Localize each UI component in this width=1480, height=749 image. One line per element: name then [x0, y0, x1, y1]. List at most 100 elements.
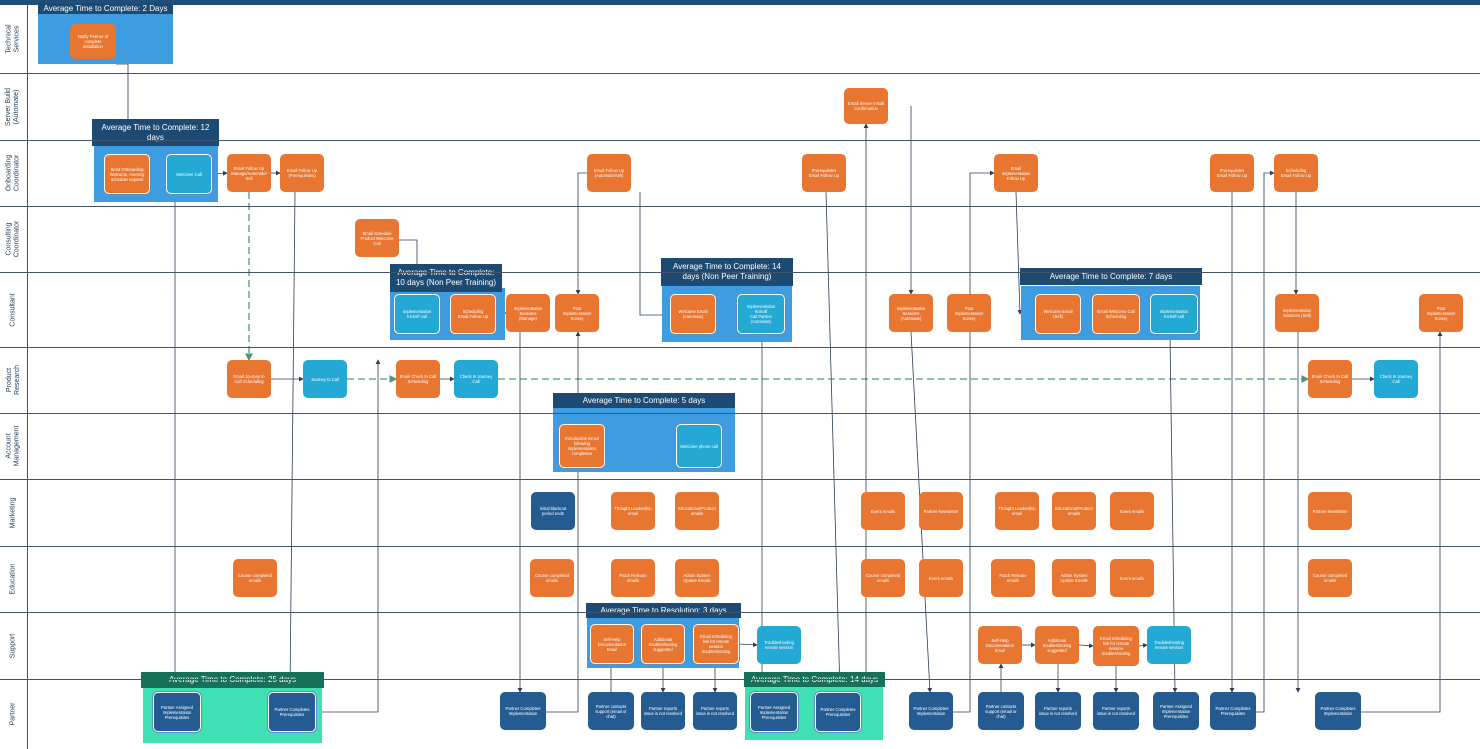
connector-line	[1015, 191, 1023, 315]
process-step-n34: Initial blackout period ends	[531, 492, 575, 530]
process-step-n39: Thought Leadership email	[995, 492, 1039, 530]
process-step-n13: Implementation Kickoff call	[394, 294, 440, 334]
process-step-n68: Partner Completes Prerequisites	[815, 692, 861, 732]
process-step-n6: Email Follow Up (Prerequisites)	[280, 154, 324, 192]
process-step-n22: Email Welcome Call Scheduling	[1092, 294, 1140, 334]
phase-group-header: Average Time to Complete: 5 days	[553, 393, 735, 408]
lane-separator	[0, 140, 1480, 141]
process-step-n20: Post Implementation Survey	[947, 294, 991, 332]
process-step-n7: Email Follow Up (Automate/Sell)	[587, 154, 631, 192]
process-step-n1: Notify Partner of complete installation	[70, 24, 116, 59]
top-border	[0, 0, 1480, 5]
process-step-n40: Educational/Product emails	[1052, 492, 1096, 530]
process-step-n30: Email Check In Call Scheduling	[1308, 360, 1352, 398]
connector-line	[1138, 643, 1148, 648]
phase-group-header: Average Time to Complete: 2 Days	[38, 3, 173, 14]
process-step-n41: Event emails	[1110, 492, 1154, 530]
process-step-n64: Partner contacts support (email or chat)	[588, 692, 634, 730]
lane-separator	[0, 272, 1480, 273]
process-step-n61: Partner Assigned Implementation Prerequi…	[153, 692, 201, 732]
process-step-n38: Partner Newsletter	[919, 492, 963, 530]
connector-line	[861, 123, 869, 713]
process-step-n57: Self-Help Documentation Email	[978, 626, 1022, 664]
process-step-n50: Admin System Update Emails	[1052, 559, 1096, 597]
process-step-n37: Event emails	[861, 492, 905, 530]
process-step-n11: Scheduling Email Follow Up	[1274, 154, 1318, 192]
process-step-n59: Email scheduling link for remote session…	[1093, 626, 1139, 666]
process-step-n43: Course completed emails	[233, 559, 277, 597]
process-step-n14: Scheduling Email Follow Up	[450, 294, 496, 334]
process-step-n8: Prerequisites Email Follow Up	[802, 154, 846, 192]
process-step-n63: Partner Completes Implementation	[500, 692, 546, 730]
process-step-n2: Email Server Install Confirmation	[844, 88, 888, 124]
process-step-n9: Email Implementation Follow Up	[994, 154, 1038, 192]
process-step-n25: Post Implementation Survey	[1419, 294, 1463, 332]
process-step-n27: Journey to Call	[303, 360, 347, 398]
process-step-n74: Partner Completes Prerequisites	[1210, 692, 1256, 730]
connector-line	[738, 642, 758, 648]
lane-separator	[0, 612, 1480, 613]
process-step-n65: Partner reports issue is not resolved	[641, 692, 685, 730]
process-step-n67: Partner Assigned Implementation Prerequi…	[750, 692, 798, 732]
process-step-n72: Partner reports issue is not resolved	[1093, 692, 1139, 730]
process-step-n28: Email Check In Call Scheduling	[396, 360, 440, 398]
process-step-n17: Welcome Email (Automate)	[670, 294, 716, 334]
process-step-n15: Implementation Sessions (Manage)	[506, 294, 550, 332]
lane-separator	[0, 206, 1480, 207]
connector-line	[1256, 170, 1275, 713]
lane-separator	[0, 347, 1480, 348]
process-step-n56: Troubleshooting remote session	[757, 626, 801, 664]
process-step-n32: Introduction Email following implementat…	[559, 424, 605, 468]
connector-line	[287, 191, 296, 693]
process-step-n31: Check In Journey Call	[1374, 360, 1418, 398]
process-step-n62: Partner Completes Prerequisites	[268, 692, 316, 732]
process-step-n69: Partner Completes Implementation	[909, 692, 953, 730]
lane-label-divider	[27, 5, 28, 749]
connector-line	[316, 359, 381, 713]
process-step-n54: Additional troubleshooting suggested	[641, 624, 685, 664]
process-step-n70: Partner contacts support (email or chat)	[978, 692, 1024, 730]
connector-line	[1361, 331, 1443, 713]
process-step-n60: Troubleshooting remote session	[1147, 626, 1191, 664]
process-step-n48: Event emails	[919, 559, 963, 597]
process-step-n42: Partner Newsletter	[1308, 492, 1352, 530]
process-step-n18: Implementation Kickoff Call Partner (Aut…	[737, 294, 785, 334]
lane-separator	[0, 73, 1480, 74]
process-step-n24: Implementation Sessions (Sell)	[1275, 294, 1319, 332]
process-step-n21: Welcome Email (Sell)	[1035, 294, 1081, 334]
process-step-n26: Email Journey to Call Scheduling	[227, 360, 271, 398]
process-step-n51: Event emails	[1110, 559, 1154, 597]
process-step-n73: Partner Assigned Implementation Prerequi…	[1153, 692, 1199, 730]
phase-group-header: Average Time to Complete: 12 days	[92, 119, 219, 146]
process-step-n55: Email scheduling link for remote session…	[693, 624, 739, 664]
process-step-n44: Course completed emails	[530, 559, 574, 597]
process-step-n19: Implementation Sessions (Automate)	[889, 294, 933, 332]
process-step-n52: Course completed emails	[1308, 559, 1352, 597]
phase-group-header: Average Time to Complete: 10 days (Non P…	[390, 264, 502, 292]
process-step-n45: Patch Release emails	[611, 559, 655, 597]
process-step-n16: Post Implementation Survey	[555, 294, 599, 332]
process-step-n71: Partner reports issue is not resolved	[1035, 692, 1081, 730]
phase-group-header: Average Time to Complete: 7 days	[1020, 268, 1202, 285]
process-step-n10: Prerequisites Email Follow Up	[1210, 154, 1254, 192]
lane-separator	[0, 546, 1480, 547]
connector-line	[1078, 643, 1094, 649]
connector-line	[639, 192, 671, 318]
process-step-n53: Self-Help Documentation Email	[590, 624, 634, 664]
connector-line	[575, 172, 587, 295]
lane-separator	[0, 413, 1480, 414]
process-step-n58: Additional troubleshooting suggested	[1035, 626, 1079, 664]
process-step-n36: Educational/Product emails	[675, 492, 719, 530]
connector-line	[825, 191, 843, 693]
process-step-n35: Thought Leadership email	[611, 492, 655, 530]
process-step-n29: Check In Journey Call	[454, 360, 498, 398]
process-step-n12: Email Schedule Product Welcome Call	[355, 219, 399, 257]
lane-separator	[0, 479, 1480, 480]
connector-line	[953, 170, 995, 713]
process-step-n75: Partner Completes Implementation	[1315, 692, 1361, 730]
phase-group-header: Average Time to Complete: 25 days	[141, 672, 324, 688]
process-step-n4: Welcome Call	[166, 154, 212, 194]
process-step-n5: Email Follow Up Manage/Automate/ Sell	[227, 154, 271, 192]
process-step-n33: Welcome phone call	[676, 424, 722, 468]
